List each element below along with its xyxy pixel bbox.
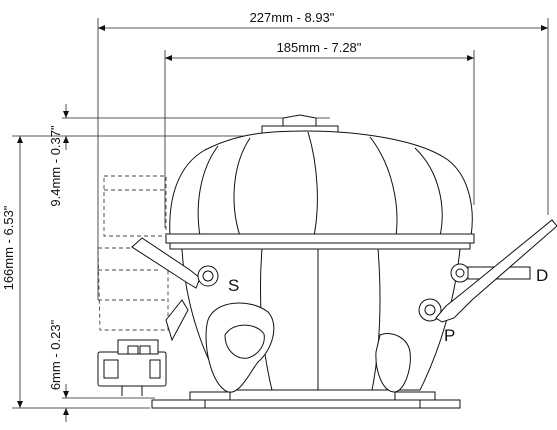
discharge-port-label: D xyxy=(536,266,548,285)
process-port-label: P xyxy=(444,326,455,345)
overall-width-label: 227mm - 8.93" xyxy=(250,10,335,25)
base-offset-label: 6mm - 0.23" xyxy=(48,319,63,390)
dome-shell xyxy=(169,130,473,237)
process-tube xyxy=(418,219,557,323)
relay-device xyxy=(97,299,189,396)
overall-height-label: 166mm - 6.53" xyxy=(1,205,16,290)
flange xyxy=(165,233,475,244)
suction-port-label: S xyxy=(228,276,239,295)
compressor-body xyxy=(165,114,475,393)
top-cap xyxy=(282,114,317,128)
suction-tube xyxy=(131,237,219,289)
body-width-label: 185mm - 7.28" xyxy=(277,40,362,55)
top-cap-offset-label: 9.4mm - 0.37" xyxy=(48,125,63,207)
base-plate xyxy=(151,391,461,409)
